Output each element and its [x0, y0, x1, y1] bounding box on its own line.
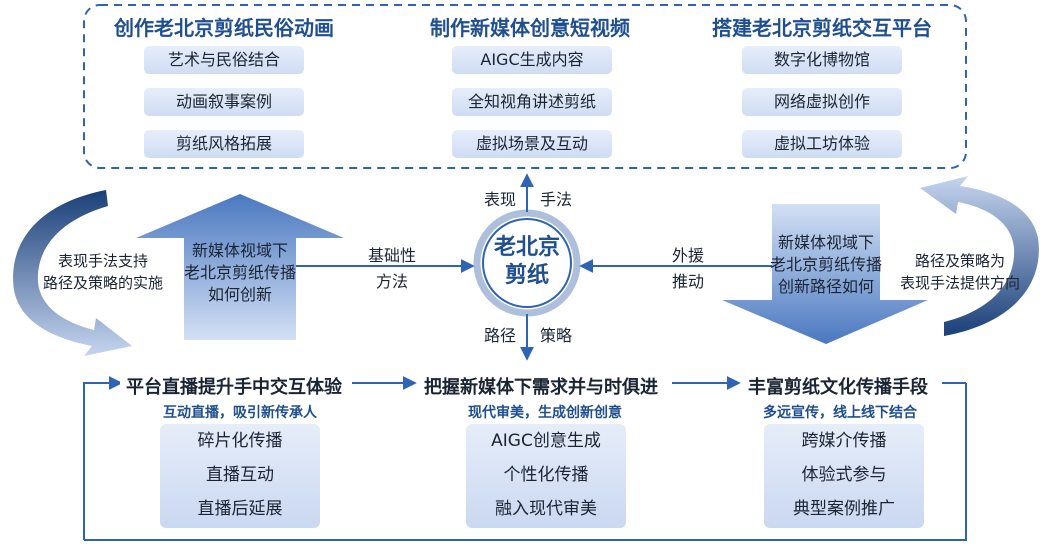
center-label: 老北京 剪纸 [477, 234, 577, 290]
top-col-2-item-2: 全知视角讲述剪纸 [452, 88, 612, 116]
bottom-block-2-box: AIGC创意生成 个性化传播 融入现代审美 [466, 424, 626, 528]
right-link-label-2: 推动 [671, 272, 704, 291]
bottom-block-3-title: 丰富剪纸文化传播手段 [742, 373, 934, 399]
bottom-block-1-item-2: 直播互动 [206, 465, 274, 485]
up-label-left: 表现 [484, 190, 517, 209]
top-col-2-item-1: AIGC生成内容 [452, 46, 612, 74]
top-col-2-item-3: 虚拟场景及互动 [452, 130, 612, 158]
right-curve-text: 路径及策略为 表现手法提供方向 [890, 250, 1030, 294]
bottom-block-2-item-1: AIGC创意生成 [491, 431, 601, 451]
bottom-block-3-subtitle: 多远宣传，线上线下结合 [763, 405, 917, 421]
center-circle [473, 209, 581, 317]
left-curve-text: 表现手法支持 路径及策略的实施 [38, 250, 168, 294]
bottom-block-1-title: 平台直播提升手中交互体验 [120, 373, 348, 399]
top-col-1-item-3: 剪纸风格拓展 [144, 130, 304, 158]
top-col-3-item-3: 虚拟工坊体验 [742, 130, 902, 158]
top-col-3-title: 搭建老北京剪纸交互平台 [712, 16, 932, 40]
bottom-block-2-item-3: 融入现代审美 [495, 499, 597, 519]
left-link-label-2: 方法 [375, 272, 408, 291]
top-col-1-item-1: 艺术与民俗结合 [144, 46, 304, 74]
right-curve-line2: 表现手法提供方向 [899, 274, 1020, 292]
top-dashed-frame [83, 4, 967, 169]
top-col-3-item-2: 网络虚拟创作 [742, 88, 902, 116]
right-down-arrow-line3: 创新路径如何 [777, 277, 874, 296]
right-curve-arrow [920, 176, 1039, 336]
bottom-block-1-item-3: 直播后延展 [197, 499, 283, 519]
left-up-arrow-line3: 如何创新 [207, 285, 272, 304]
right-down-arrow-shape [722, 204, 928, 344]
right-down-arrow-text: 新媒体视域下 老北京剪纸传播 创新路径如何 [766, 232, 886, 298]
bottom-block-3-item-3: 典型案例推广 [793, 499, 895, 519]
left-up-arrow-line2: 老北京剪纸传播 [183, 263, 296, 282]
bottom-block-1-item-1: 碎片化传播 [197, 431, 283, 451]
top-col-2-title: 制作新媒体创意短视频 [430, 16, 630, 40]
left-up-arrow-text: 新媒体视域下 老北京剪纸传播 如何创新 [180, 240, 300, 306]
right-down-arrow-line1: 新媒体视域下 [777, 233, 874, 252]
left-up-arrow-line1: 新媒体视域下 [191, 241, 288, 260]
down-label-left: 路径 [484, 326, 517, 345]
bottom-block-2-item-2: 个性化传播 [503, 465, 589, 485]
left-link-label-1: 基础性 [367, 246, 416, 265]
up-label-right: 手法 [540, 190, 573, 209]
bottom-block-1-subtitle: 互动直播，吸引新传承人 [163, 405, 317, 421]
bottom-block-3-box: 跨媒介传播 体验式参与 典型案例推广 [764, 424, 924, 528]
right-down-arrow-line2: 老北京剪纸传播 [769, 255, 882, 274]
bottom-flow-frame [83, 376, 123, 540]
bottom-block-3-item-2: 体验式参与 [801, 465, 887, 485]
bottom-block-2-title: 把握新媒体下需求并与时俱进 [418, 373, 664, 399]
right-curve-line1: 路径及策略为 [914, 252, 1005, 270]
right-link-label-1: 外援 [671, 246, 704, 265]
bottom-block-3-item-1: 跨媒介传播 [801, 431, 887, 451]
left-up-arrow-shape [136, 194, 344, 340]
top-col-3-item-1: 数字化博物馆 [742, 46, 902, 74]
bottom-block-2-subtitle: 现代审美，生成创新创意 [468, 405, 622, 421]
left-curve-arrow [13, 190, 132, 356]
left-curve-line2: 路径及策略的实施 [42, 274, 163, 292]
center-label-line2: 剪纸 [504, 263, 549, 288]
left-curve-line1: 表现手法支持 [57, 252, 148, 270]
top-col-1-title: 创作老北京剪纸民俗动画 [114, 16, 334, 40]
top-col-1-item-2: 动画叙事案例 [144, 88, 304, 116]
down-label-right: 策略 [540, 326, 573, 345]
bottom-block-1-box: 碎片化传播 直播互动 直播后延展 [160, 424, 320, 528]
center-label-line1: 老北京 [493, 235, 560, 260]
